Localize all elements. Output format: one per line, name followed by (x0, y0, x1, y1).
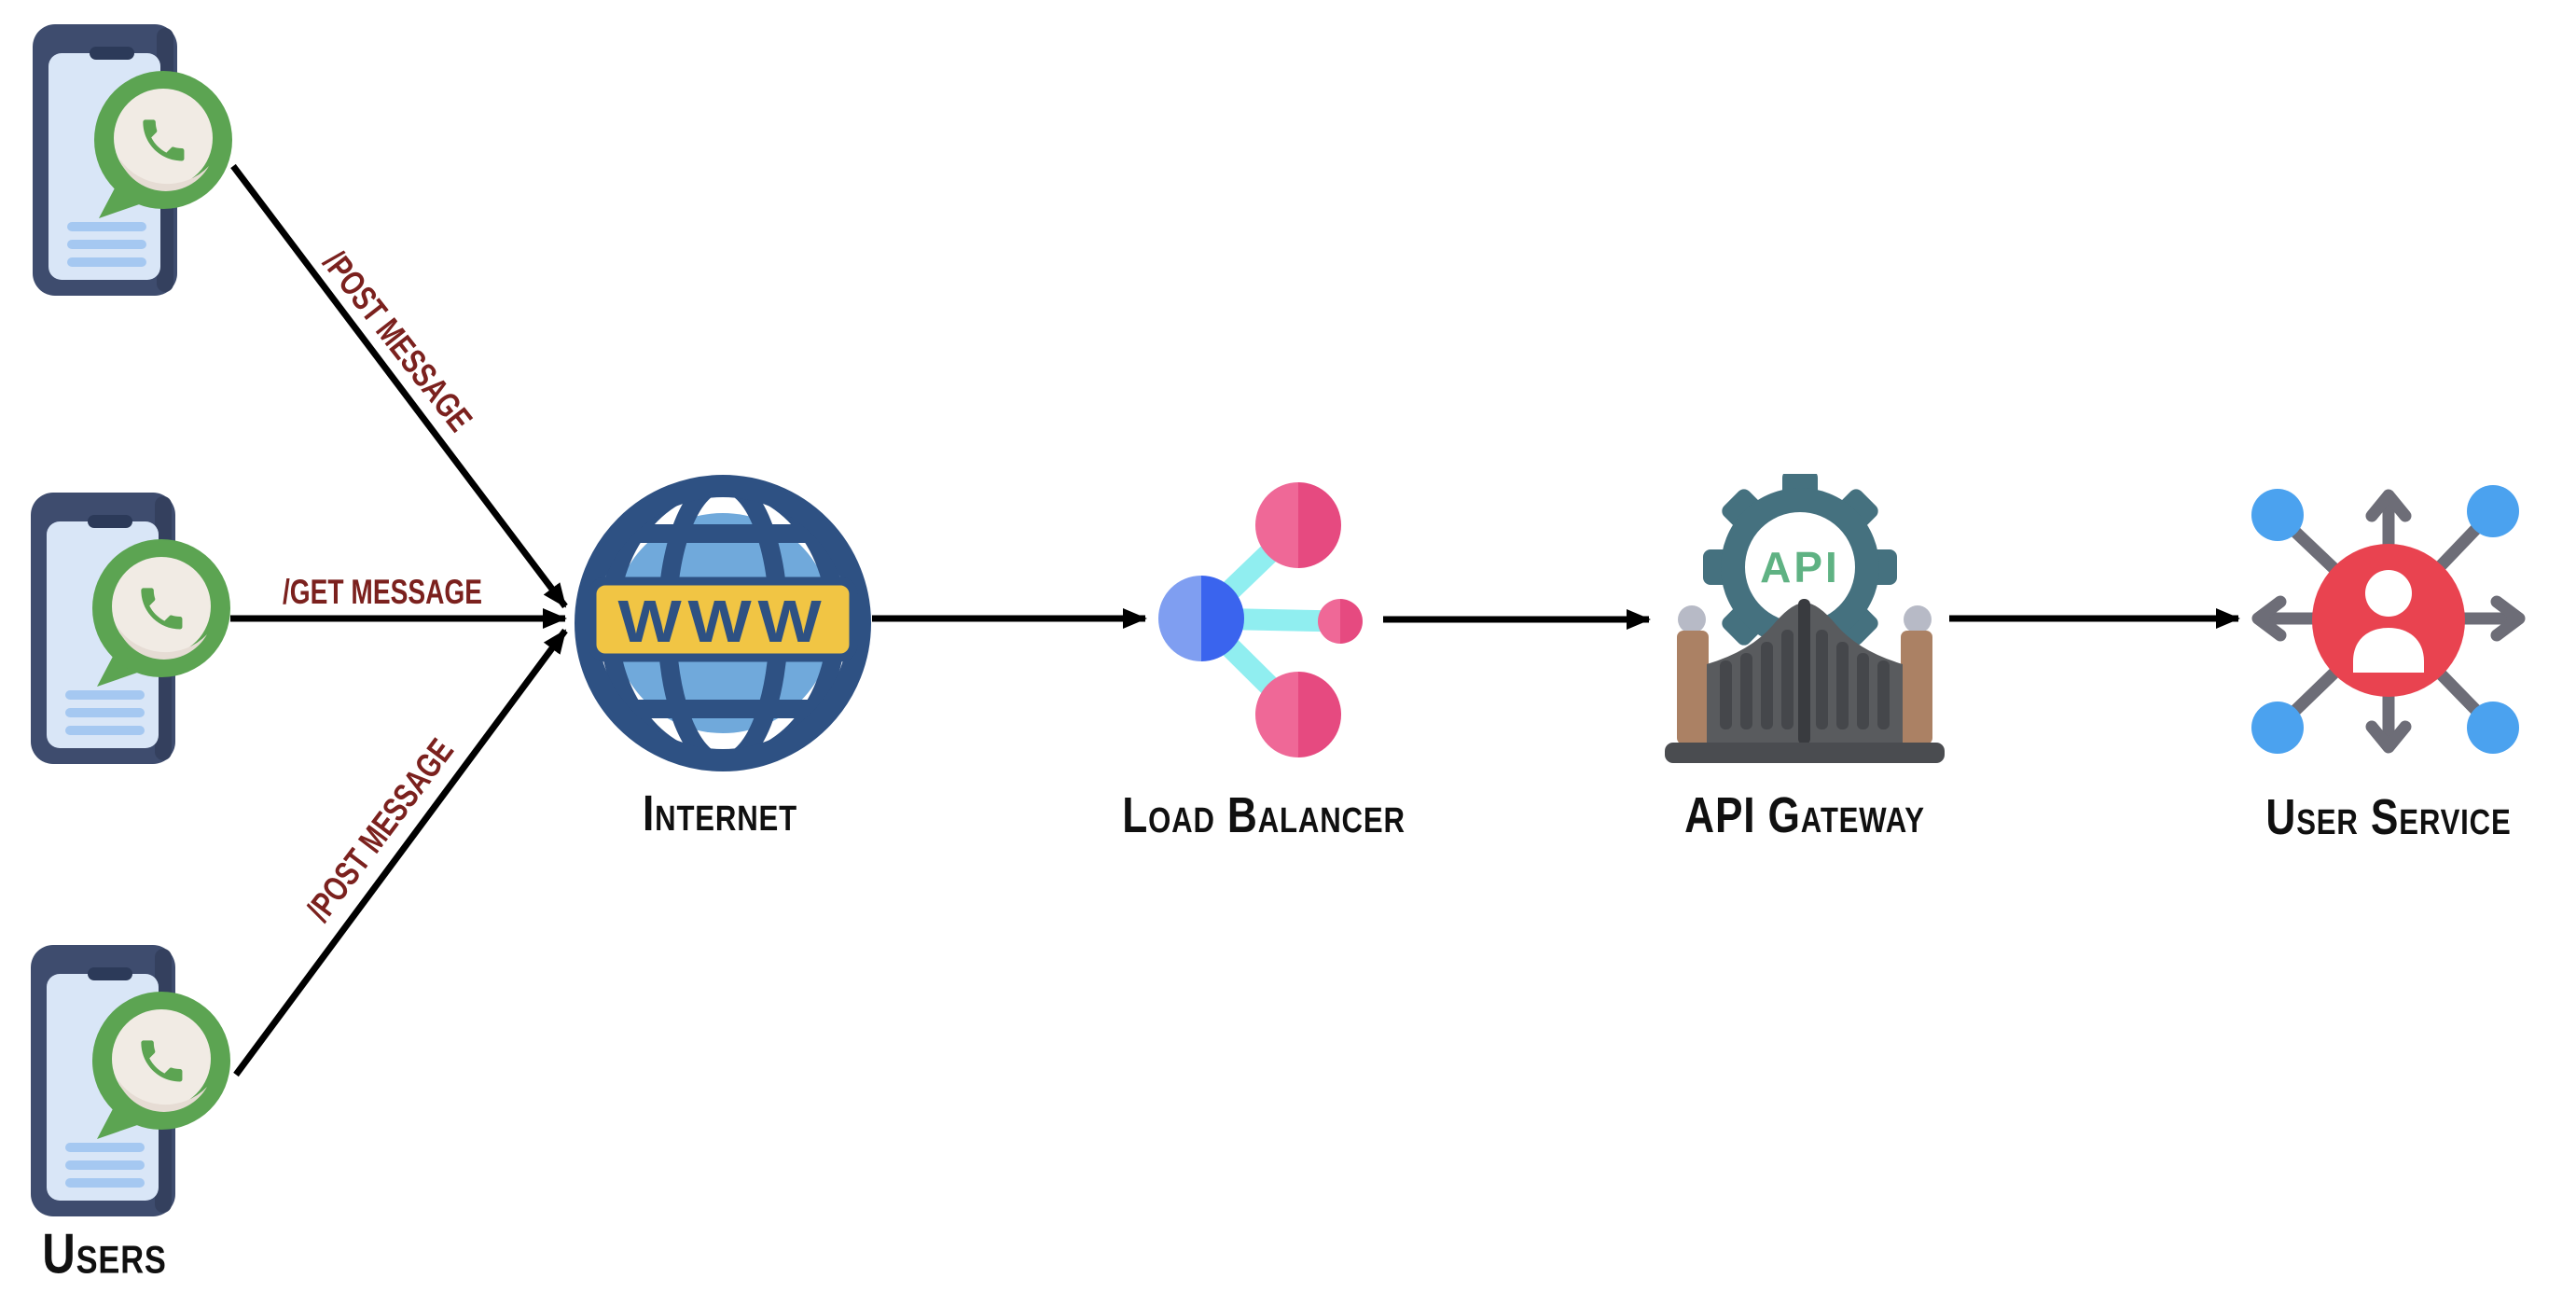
user-phone-1 (33, 24, 232, 296)
edge-user1-internet (230, 163, 568, 609)
caption-internet: Internet (642, 785, 798, 841)
user-phone-2 (31, 493, 230, 764)
caption-users: Users (42, 1222, 167, 1285)
user-phone-3 (31, 945, 230, 1216)
load-balancer-icon (1158, 482, 1363, 757)
gate-icon (1665, 599, 1945, 763)
www-banner (588, 577, 858, 662)
gear-icon: API (1703, 474, 1897, 664)
edge-label-get-message: /GET MESSAGE (282, 573, 483, 611)
caption-load-balancer: Load Balancer (1122, 787, 1406, 843)
caption-api-gateway: API Gateway (1684, 787, 1925, 843)
api-label: API (1760, 543, 1840, 591)
person-icon (2353, 570, 2424, 673)
api-gateway-icon: API (1665, 474, 1945, 763)
user-service-icon (2251, 485, 2526, 754)
www-label: WWW (618, 588, 828, 655)
globe-www-icon: WWW (575, 475, 871, 771)
edge-user3-internet (233, 628, 568, 1077)
caption-user-service: User Service (2265, 789, 2512, 845)
